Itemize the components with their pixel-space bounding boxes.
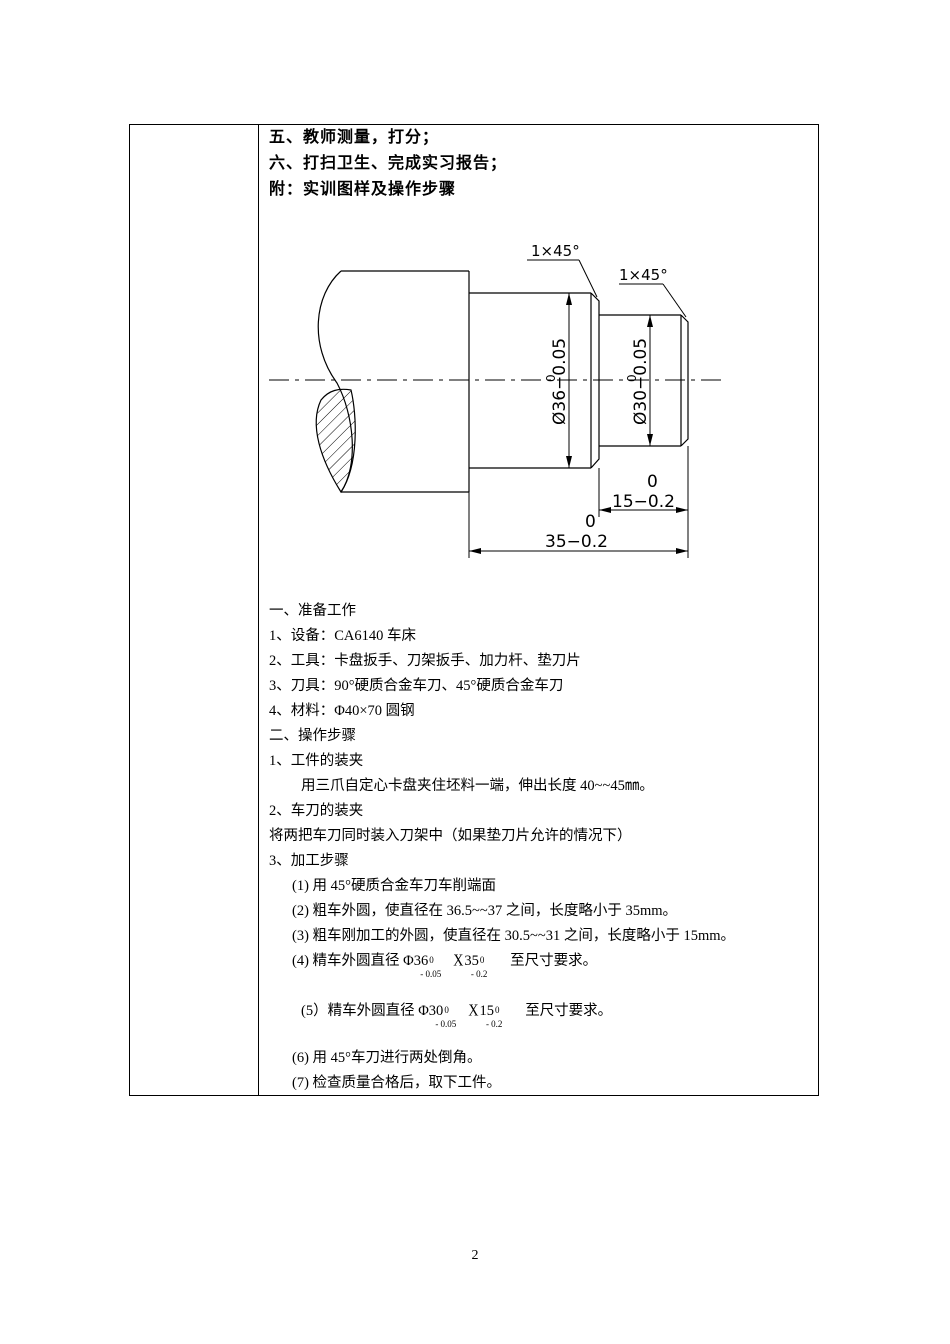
len15-label: 15−0.2 <box>612 492 675 512</box>
len35-arrow-right <box>676 548 688 554</box>
chamfer1-leader-diag <box>578 259 598 298</box>
d30-arrow-bottom <box>647 434 653 446</box>
section-operation: 二、操作步骤 <box>269 728 356 744</box>
page-number: 2 <box>471 1248 479 1263</box>
step5-times: X <box>468 1002 479 1021</box>
step4-suffix: 至尺寸要求。 <box>510 953 598 969</box>
len35-label: 35−0.2 <box>545 532 608 552</box>
step5-heading: 五、教师测量，打分； <box>269 127 440 146</box>
op-step-tool-mounting: 2、车刀的装夹 <box>269 803 364 819</box>
len35-upper-tol: 0 <box>585 512 596 532</box>
step5-dia-tolerance: 0- 0.05 <box>435 1005 457 1029</box>
len15-arrow-right <box>676 507 688 513</box>
prep-item-material: 4、材料：Φ40×70 圆钢 <box>269 703 415 719</box>
section-preparation: 一、准备工作 <box>269 603 356 619</box>
d30-label: Ø30−0.05 <box>631 338 651 425</box>
chamfer2-label: 1×45° <box>619 266 668 284</box>
d30-chamfer <box>680 314 689 447</box>
step5-prefix: (5）精车外圆直径 Φ30 <box>301 1003 444 1019</box>
step6-heading: 六、打扫卫生、完成实习报告； <box>269 153 508 172</box>
op-step-machining: 3、加工步骤 <box>269 853 349 869</box>
step5-length: 15 <box>479 1003 494 1019</box>
d30-arrow-top <box>647 315 653 327</box>
content-table: 五、教师测量，打分； 六、打扫卫生、完成实习报告； 附：实训图样及操作步骤 <box>129 124 819 1096</box>
step5-suffix: 至尺寸要求。 <box>525 1003 613 1019</box>
step4-prefix: (4) 精车外圆直径 Φ36 <box>292 953 429 969</box>
appendix-heading: 附：实训图样及操作步骤 <box>269 179 457 198</box>
d30-upper-tol: 0 <box>625 374 639 382</box>
machining-step-3: (3) 粗车刚加工的外圆，使直径在 30.5~~31 之间，长度略小于 15mm… <box>292 928 736 944</box>
step4-dia-tolerance: 0- 0.05 <box>420 955 442 979</box>
machining-step-1: (1) 用 45°硬质合金车刀车削端面 <box>292 878 496 894</box>
chamfer1-label: 1×45° <box>531 242 580 260</box>
step5-len-tolerance: 0- 0.2 <box>485 1005 503 1029</box>
len35-arrow-left <box>469 548 481 554</box>
step4-times: X <box>453 952 464 971</box>
machining-step-6: (6) 用 45°车刀进行两处倒角。 <box>292 1050 482 1066</box>
op-step-clamping-desc: 用三爪自定心卡盘夹住坯料一端，伸出长度 40~~45㎜。 <box>301 778 654 794</box>
op-step-clamping: 1、工件的装夹 <box>269 753 364 769</box>
d36-upper-tol: 0 <box>544 374 558 382</box>
machining-step-2: (2) 粗车外圆，使直径在 36.5~~37 之间，长度略小于 35mm。 <box>292 903 678 919</box>
len15-upper-tol: 0 <box>647 472 658 492</box>
step4-len-tolerance: 0- 0.2 <box>470 955 488 979</box>
prep-item-tools: 2、工具：卡盘扳手、刀架扳手、加力杆、垫刀片 <box>269 653 581 669</box>
d36-arrow-top <box>566 293 572 305</box>
d36-arrow-bottom <box>566 456 572 468</box>
len15-arrow-left <box>599 507 611 513</box>
shaft-drawing: Ø36−0.05 0 Ø30−0.05 0 1×45° 1×45° 0 15−0… <box>269 242 726 558</box>
op-step-tool-mounting-desc: 将两把车刀同时装入刀架中（如果垫刀片允许的情况下） <box>269 828 632 844</box>
d36-label: Ø36−0.05 <box>550 338 570 425</box>
right-column: 五、教师测量，打分； 六、打扫卫生、完成实习报告； 附：实训图样及操作步骤 <box>269 125 818 1095</box>
d36-chamfer <box>590 292 600 469</box>
prep-item-equipment: 1、设备：CA6140 车床 <box>269 628 417 644</box>
step4-length: 35 <box>464 953 479 969</box>
left-column <box>130 125 259 1095</box>
machining-step-7: (7) 检查质量合格后，取下工件。 <box>292 1075 502 1091</box>
chamfer2-leader-diag <box>662 283 687 318</box>
prep-item-cutters: 3、刀具：90°硬质合金车刀、45°硬质合金车刀 <box>269 678 564 694</box>
stock-hatch <box>315 388 356 494</box>
